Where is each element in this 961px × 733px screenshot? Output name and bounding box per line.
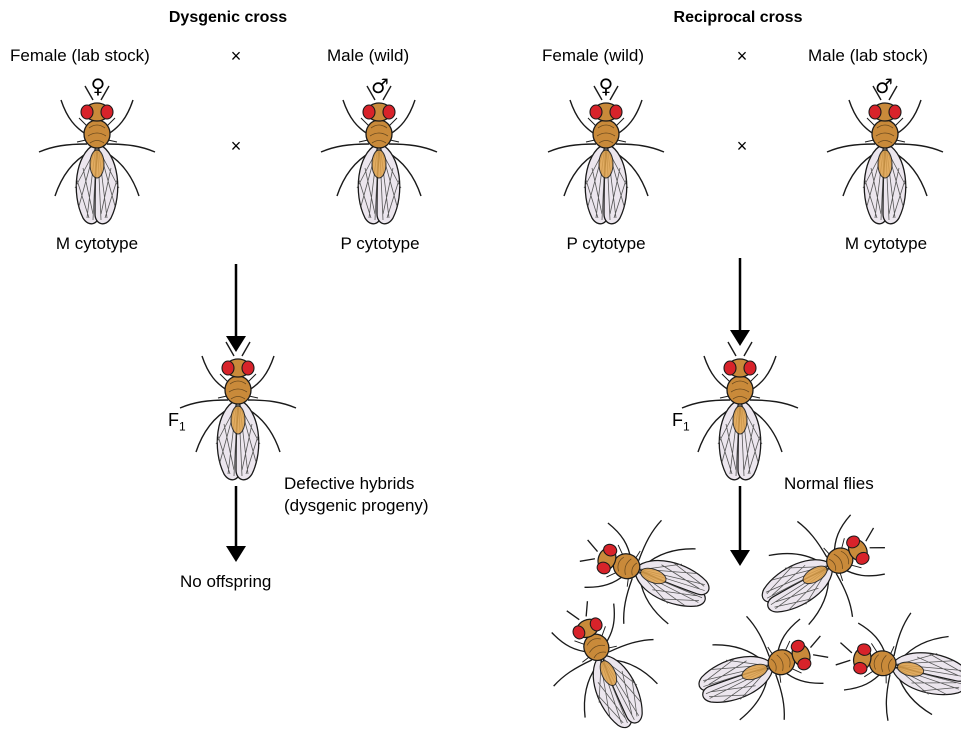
fly-dysgenic-female — [39, 86, 155, 224]
fly-progeny-3 — [527, 583, 682, 733]
fly-progeny-4 — [682, 595, 843, 733]
fly-reciprocal-f1 — [682, 342, 798, 480]
fly-reciprocal-male — [827, 86, 943, 224]
fly-dysgenic-f1 — [180, 342, 296, 480]
fly-dysgenic-male — [321, 86, 437, 224]
fly-progeny-2 — [738, 490, 906, 651]
reciprocal-arrow-parents-to-f1 — [730, 258, 750, 346]
dysgenic-arrow-f1-to-outcome — [226, 486, 246, 562]
dysgenic-arrow-parents-to-f1 — [226, 264, 246, 352]
reciprocal-arrow-f1-to-progeny — [730, 486, 750, 566]
fly-progeny-5 — [827, 600, 961, 733]
fly-reciprocal-female — [548, 86, 664, 224]
